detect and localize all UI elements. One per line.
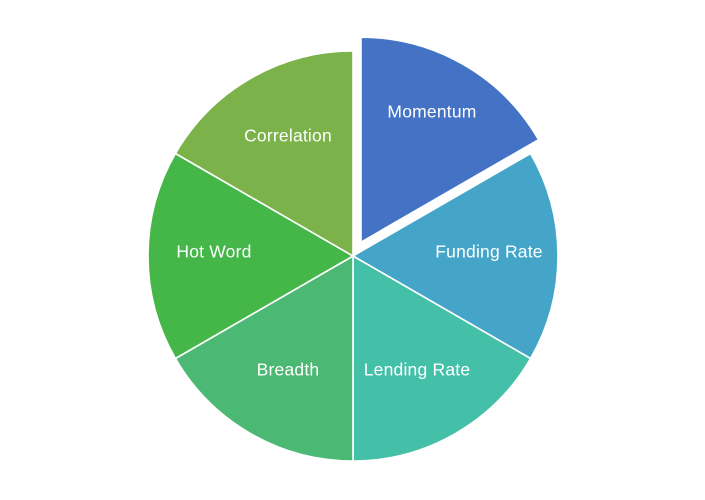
pie-slice-label-breadth: Breadth (257, 360, 320, 380)
pie-slice-correlation[interactable] (174, 50, 354, 257)
pie-slice-label-correlation: Correlation (244, 126, 332, 146)
pie-slice-label-momentum: Momentum (387, 102, 476, 122)
pie-slices-group (147, 36, 559, 462)
pie-slice-momentum[interactable] (360, 36, 540, 243)
pie-slice-hot-word[interactable] (147, 152, 354, 360)
pie-slice-label-lending-rate: Lending Rate (364, 360, 471, 380)
pie-slice-funding-rate[interactable] (352, 152, 559, 360)
pie-slice-lending-rate[interactable] (352, 255, 532, 462)
pie-slice-label-hot-word: Hot Word (176, 242, 251, 262)
pie-slice-label-funding-rate: Funding Rate (435, 242, 542, 262)
pie-slice-breadth[interactable] (174, 255, 354, 462)
